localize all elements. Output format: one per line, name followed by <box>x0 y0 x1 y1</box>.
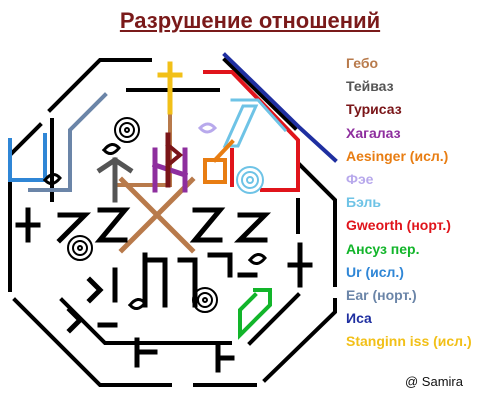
rune-legend: Гебо Тейваз Турисаз Хагалаз Aesinger (ис… <box>346 52 498 353</box>
bel-rune <box>222 104 259 148</box>
legend-item-hagalaz: Хагалаз <box>346 124 401 141</box>
bel-frame-segment <box>230 98 288 133</box>
legend-item-turisaz: Турисаз <box>346 101 402 118</box>
legend-item-bel: Бэль <box>346 194 381 211</box>
legend-item-fee: Фэе <box>346 170 374 187</box>
squiggles <box>42 143 267 310</box>
aesinger-rune <box>203 158 227 184</box>
bel-spiral <box>236 166 264 194</box>
ur-frame-segment <box>8 133 47 182</box>
author-credit: @ Samira <box>405 374 463 389</box>
gebo-rune-b <box>118 176 196 254</box>
legend-item-isa: Иса <box>346 310 372 327</box>
legend-item-stanginn: Stanginn iss (исл.) <box>346 333 472 350</box>
legend-item-ur: Ur (исл.) <box>346 263 404 280</box>
legend-item-teivaz: Тейваз <box>346 78 394 95</box>
ear-frame-segment <box>28 92 108 192</box>
gweorth-frame-segment <box>203 70 300 192</box>
spiral-1 <box>114 117 140 143</box>
fee-rune <box>197 122 218 134</box>
legend-item-aesinger: Aesinger (исл.) <box>346 147 449 164</box>
bindrune-lines <box>15 207 313 373</box>
legend-item-ansuz: Ансуз пер. <box>346 240 420 257</box>
ansuz-rune <box>238 288 272 340</box>
legend-item-gebo: Гебо <box>346 55 379 71</box>
page-title: Разрушение отношений <box>119 8 381 33</box>
iso-frame-segment <box>222 52 338 163</box>
legend-item-gweorth: Gweorth (норт.) <box>346 217 451 234</box>
spiral-2 <box>67 235 93 261</box>
legend-item-ear: Ear (норт.) <box>346 286 417 303</box>
